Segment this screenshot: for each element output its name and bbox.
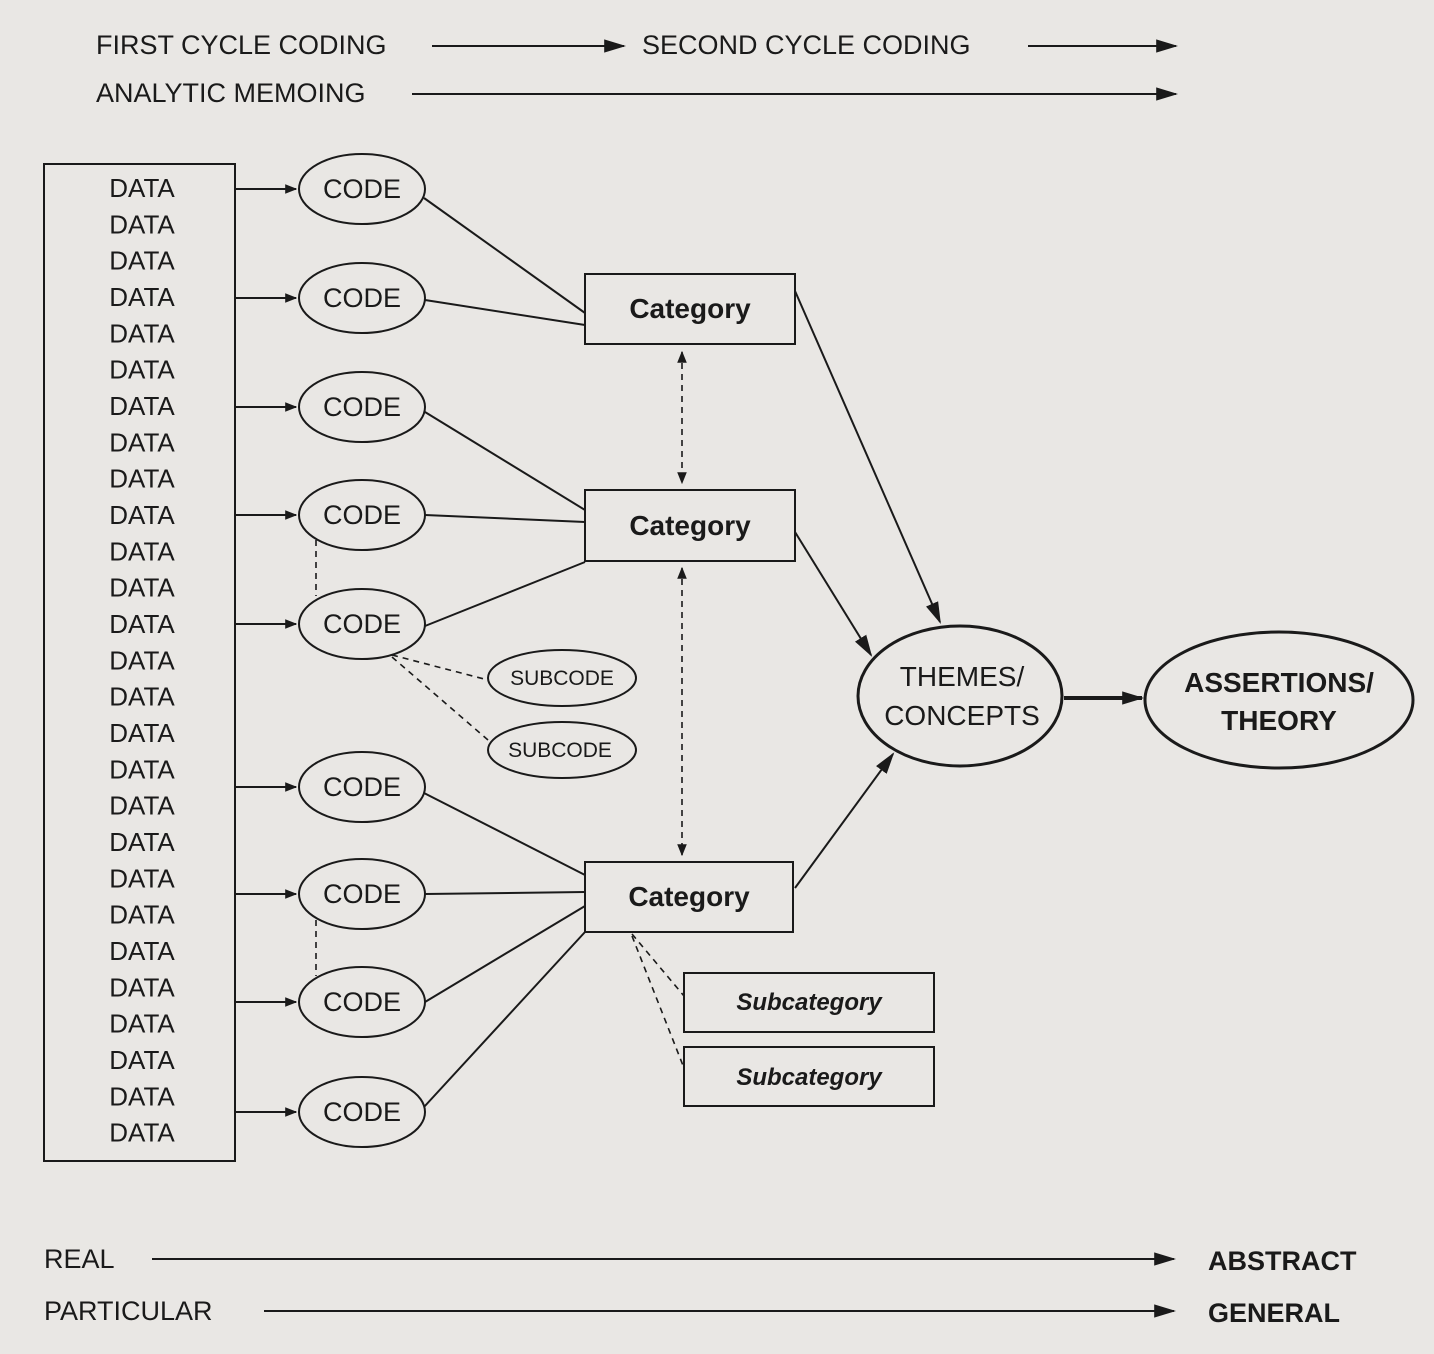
category-box [584,273,796,345]
subcategory-box [683,1046,935,1107]
data-item: DATA [109,1045,175,1075]
code-label: CODE [323,609,401,639]
code-label: CODE [323,1097,401,1127]
themes-concepts-ellipse [856,624,1064,768]
code-label: CODE [323,879,401,909]
data-item: DATA [109,827,175,857]
subcategory-box [683,972,935,1033]
data-column: DATA DATA DATA DATA DATA DATA DATA DATA DATA DATA… [109,173,175,1148]
code-label: CODE [323,283,401,313]
concepts-label: CONCEPTS [884,700,1040,731]
code-ellipse [298,751,426,823]
data-item: DATA [109,791,175,821]
real-label: REAL [44,1244,115,1274]
code-label: CODE [323,987,401,1017]
code-labels: CODE CODE CODE CODE CODE CODE CODE CODE … [323,174,401,1127]
code-label: CODE [323,392,401,422]
code-ellipse [298,262,426,334]
code-ellipse [298,588,426,660]
code-ellipse [298,371,426,443]
data-item: DATA [109,573,175,603]
general-label: GENERAL [1208,1298,1340,1328]
data-to-code-arrows [235,184,298,1117]
data-item: DATA [109,1081,175,1111]
subcategory-label: Subcategory [736,989,883,1016]
themes-label: THEMES/ [900,661,1025,692]
code-ellipse [298,1076,426,1148]
category-label: Category [628,881,750,912]
data-item: DATA [109,900,175,930]
data-item: DATA [109,718,175,748]
data-item: DATA [109,1118,175,1148]
data-item: DATA [109,318,175,348]
category-label: Category [629,510,751,541]
data-item: DATA [109,536,175,566]
subcode-ellipse [487,649,637,707]
data-item: DATA [109,754,175,784]
analytic-memoing-label: ANALYTIC MEMOING [96,78,366,108]
data-item: DATA [109,863,175,893]
data-item: DATA [109,609,175,639]
data-item: DATA [109,1009,175,1039]
first-cycle-coding-label: FIRST CYCLE CODING [96,30,387,60]
data-item: DATA [109,282,175,312]
subcategory-label: Subcategory [736,1064,883,1091]
subcode-link-dashed [391,656,489,741]
data-item: DATA [109,355,175,385]
subcode-ellipse [487,721,637,779]
category-box [584,861,794,933]
assertions-label: ASSERTIONS/ [1184,667,1374,698]
data-item: DATA [109,936,175,966]
category-box [584,489,796,562]
abstract-label: ABSTRACT [1208,1246,1357,1276]
data-item: DATA [109,682,175,712]
code-label: CODE [323,174,401,204]
code-label: CODE [323,500,401,530]
subcategory-link-dashed [631,935,685,1069]
data-item: DATA [109,209,175,239]
code-ellipse [298,153,426,225]
code-label: CODE [323,772,401,802]
subcode-link-dashed [391,654,489,681]
second-cycle-coding-label: SECOND CYCLE CODING [642,30,971,60]
data-item: DATA [109,173,175,203]
theory-label: THEORY [1221,705,1337,736]
data-item: DATA [109,500,175,530]
data-item: DATA [109,972,175,1002]
subcategory-link-dashed [631,933,685,997]
data-item: DATA [109,464,175,494]
data-item: DATA [109,391,175,421]
particular-label: PARTICULAR [44,1296,213,1326]
code-to-category-lines [423,197,586,1108]
data-item: DATA [109,427,175,457]
subcode-label: SUBCODE [510,667,614,690]
data-item: DATA [109,645,175,675]
assertions-theory-ellipse [1143,630,1415,770]
data-item: DATA [109,246,175,276]
data-box [43,163,236,1162]
category-to-themes-arrows [794,290,941,889]
category-label: Category [629,293,751,324]
subcode-label: SUBCODE [508,739,612,762]
